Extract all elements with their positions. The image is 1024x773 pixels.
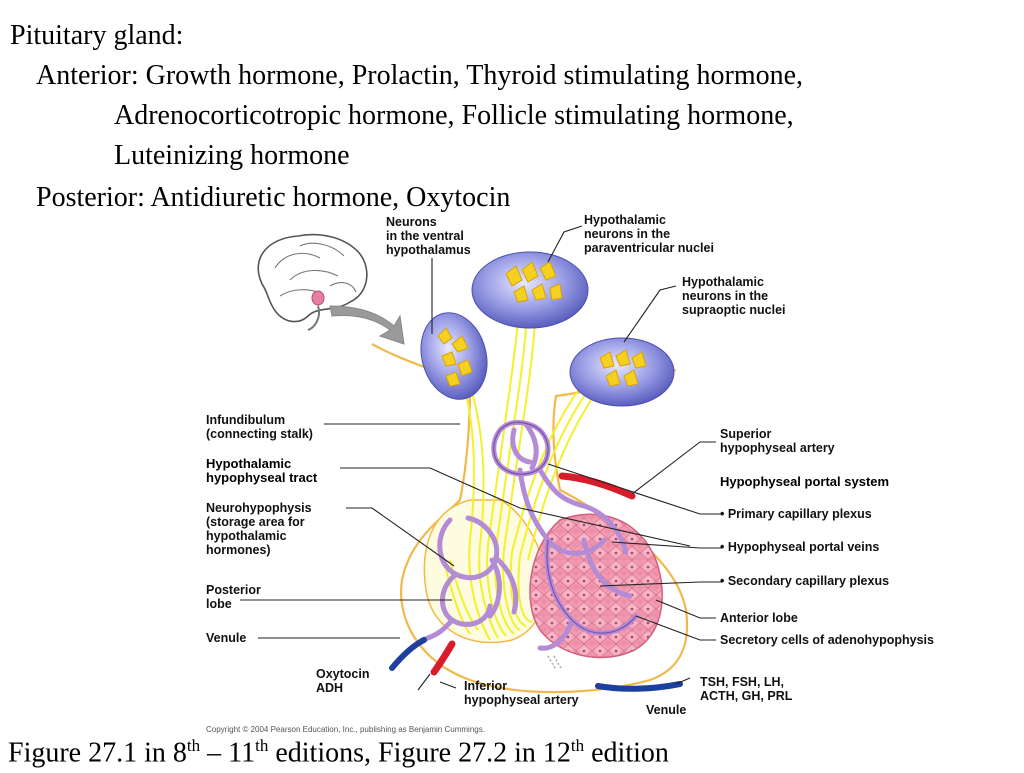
copyright-notice: Copyright © 2004 Pearson Education, Inc.… (206, 725, 485, 734)
label-secretory-cells: Secretory cells of adenohypophysis (720, 633, 934, 647)
label-ventral-2: in the ventral (386, 229, 464, 243)
supraoptic-nucleus (569, 337, 675, 407)
label-paraventricular-3: paraventricular nuclei (584, 241, 714, 255)
label-neurohypophysis-4: hormones) (206, 543, 271, 557)
label-ventral-3: hypothalamus (386, 243, 471, 257)
label-anterior-lobe: Anterior lobe (720, 611, 798, 625)
caption-sup1: th (186, 736, 201, 755)
label-infundibulum-1: Infundibulum (206, 413, 285, 427)
figure-caption: Figure 27.1 in 8th – 11th editions, Figu… (8, 726, 669, 773)
label-neurohypophysis-3: hypothalamic (206, 529, 287, 543)
inferior-artery (430, 640, 456, 676)
leader-lines (240, 225, 722, 691)
caption-part2: – 11 (200, 737, 256, 769)
heading-posterior: Posterior: Antidiuretic hormone, Oxytoci… (36, 182, 511, 213)
label-superior-1: Superior (720, 427, 772, 441)
label-primary-plexus: • Primary capillary plexus (720, 507, 872, 521)
label-paraventricular-1: Hypothalamic (584, 213, 666, 227)
label-hormones-1: TSH, FSH, LH, (700, 675, 784, 689)
label-portal-veins: • Hypophyseal portal veins (720, 540, 879, 554)
heading-anterior-line1: Anterior: Growth hormone, Prolactin, Thy… (36, 60, 804, 91)
label-supraoptic-2: neurons in the (682, 289, 768, 303)
heading-title: Pituitary gland: (10, 20, 184, 51)
label-tract-1: Hypothalamic (206, 456, 291, 471)
caption-part4: edition (584, 737, 669, 769)
heading-anterior-line3: Luteinizing hormone (114, 140, 350, 171)
pituitary-highlight (311, 290, 325, 306)
label-venule-left: Venule (206, 631, 246, 645)
paraventricular-nucleus (471, 251, 589, 329)
caption-part1: Figure 27.1 in 8 (8, 737, 187, 769)
label-neurohypophysis-2: (storage area for (206, 515, 305, 529)
superior-artery (558, 472, 636, 500)
label-posterior-1: Posterior (206, 583, 261, 597)
venule-bottom-vessel (595, 681, 683, 692)
caption-sup3: th (570, 736, 585, 755)
label-superior-2: hypophyseal artery (720, 441, 835, 455)
label-inferior-1: Inferior (464, 679, 507, 693)
label-hormones-2: ACTH, GH, PRL (700, 689, 793, 703)
label-oxytocin-2: ADH (316, 681, 343, 695)
label-tract-2: hypophyseal tract (206, 470, 318, 485)
heading-anterior-line2: Adrenocorticotropic hormone, Follicle st… (114, 100, 794, 131)
ventral-hypothalamus-nucleus (420, 312, 488, 400)
label-oxytocin-1: Oxytocin (316, 667, 370, 681)
label-secondary-plexus: • Secondary capillary plexus (720, 574, 889, 588)
venule-left-vessel (389, 637, 427, 671)
label-supraoptic-3: supraoptic nuclei (682, 303, 786, 317)
label-venule-bottom: Venule (646, 703, 686, 717)
label-paraventricular-2: neurons in the (584, 227, 670, 241)
label-neurohypophysis-1: Neurohypophysis (206, 501, 312, 515)
label-portal-system: Hypophyseal portal system (720, 474, 889, 489)
label-infundibulum-2: (connecting stalk) (206, 427, 313, 441)
brain-thumbnail (257, 233, 368, 331)
caption-sup2: th (255, 736, 269, 755)
magnify-arrow (329, 305, 405, 345)
label-ventral-1: Neurons (386, 215, 437, 229)
label-supraoptic-1: Hypothalamic (682, 275, 764, 289)
hormone-release (547, 655, 563, 671)
label-inferior-2: hypophyseal artery (464, 693, 579, 707)
caption-part3: editions, Figure 27.2 in 12 (268, 737, 571, 769)
label-posterior-2: lobe (206, 597, 232, 611)
